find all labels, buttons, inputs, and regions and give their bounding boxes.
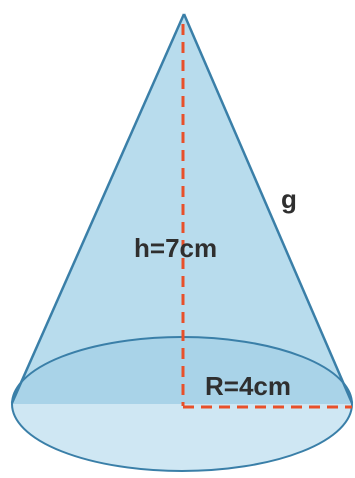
- cone-right-edge: [182, 13, 354, 404]
- height-label: h=7cm: [134, 233, 217, 263]
- cone-left-edge: [10, 13, 186, 404]
- radius-label: R=4cm: [205, 371, 291, 401]
- slant-height-label: g: [281, 184, 297, 214]
- cone-base-front-half: [12, 404, 352, 471]
